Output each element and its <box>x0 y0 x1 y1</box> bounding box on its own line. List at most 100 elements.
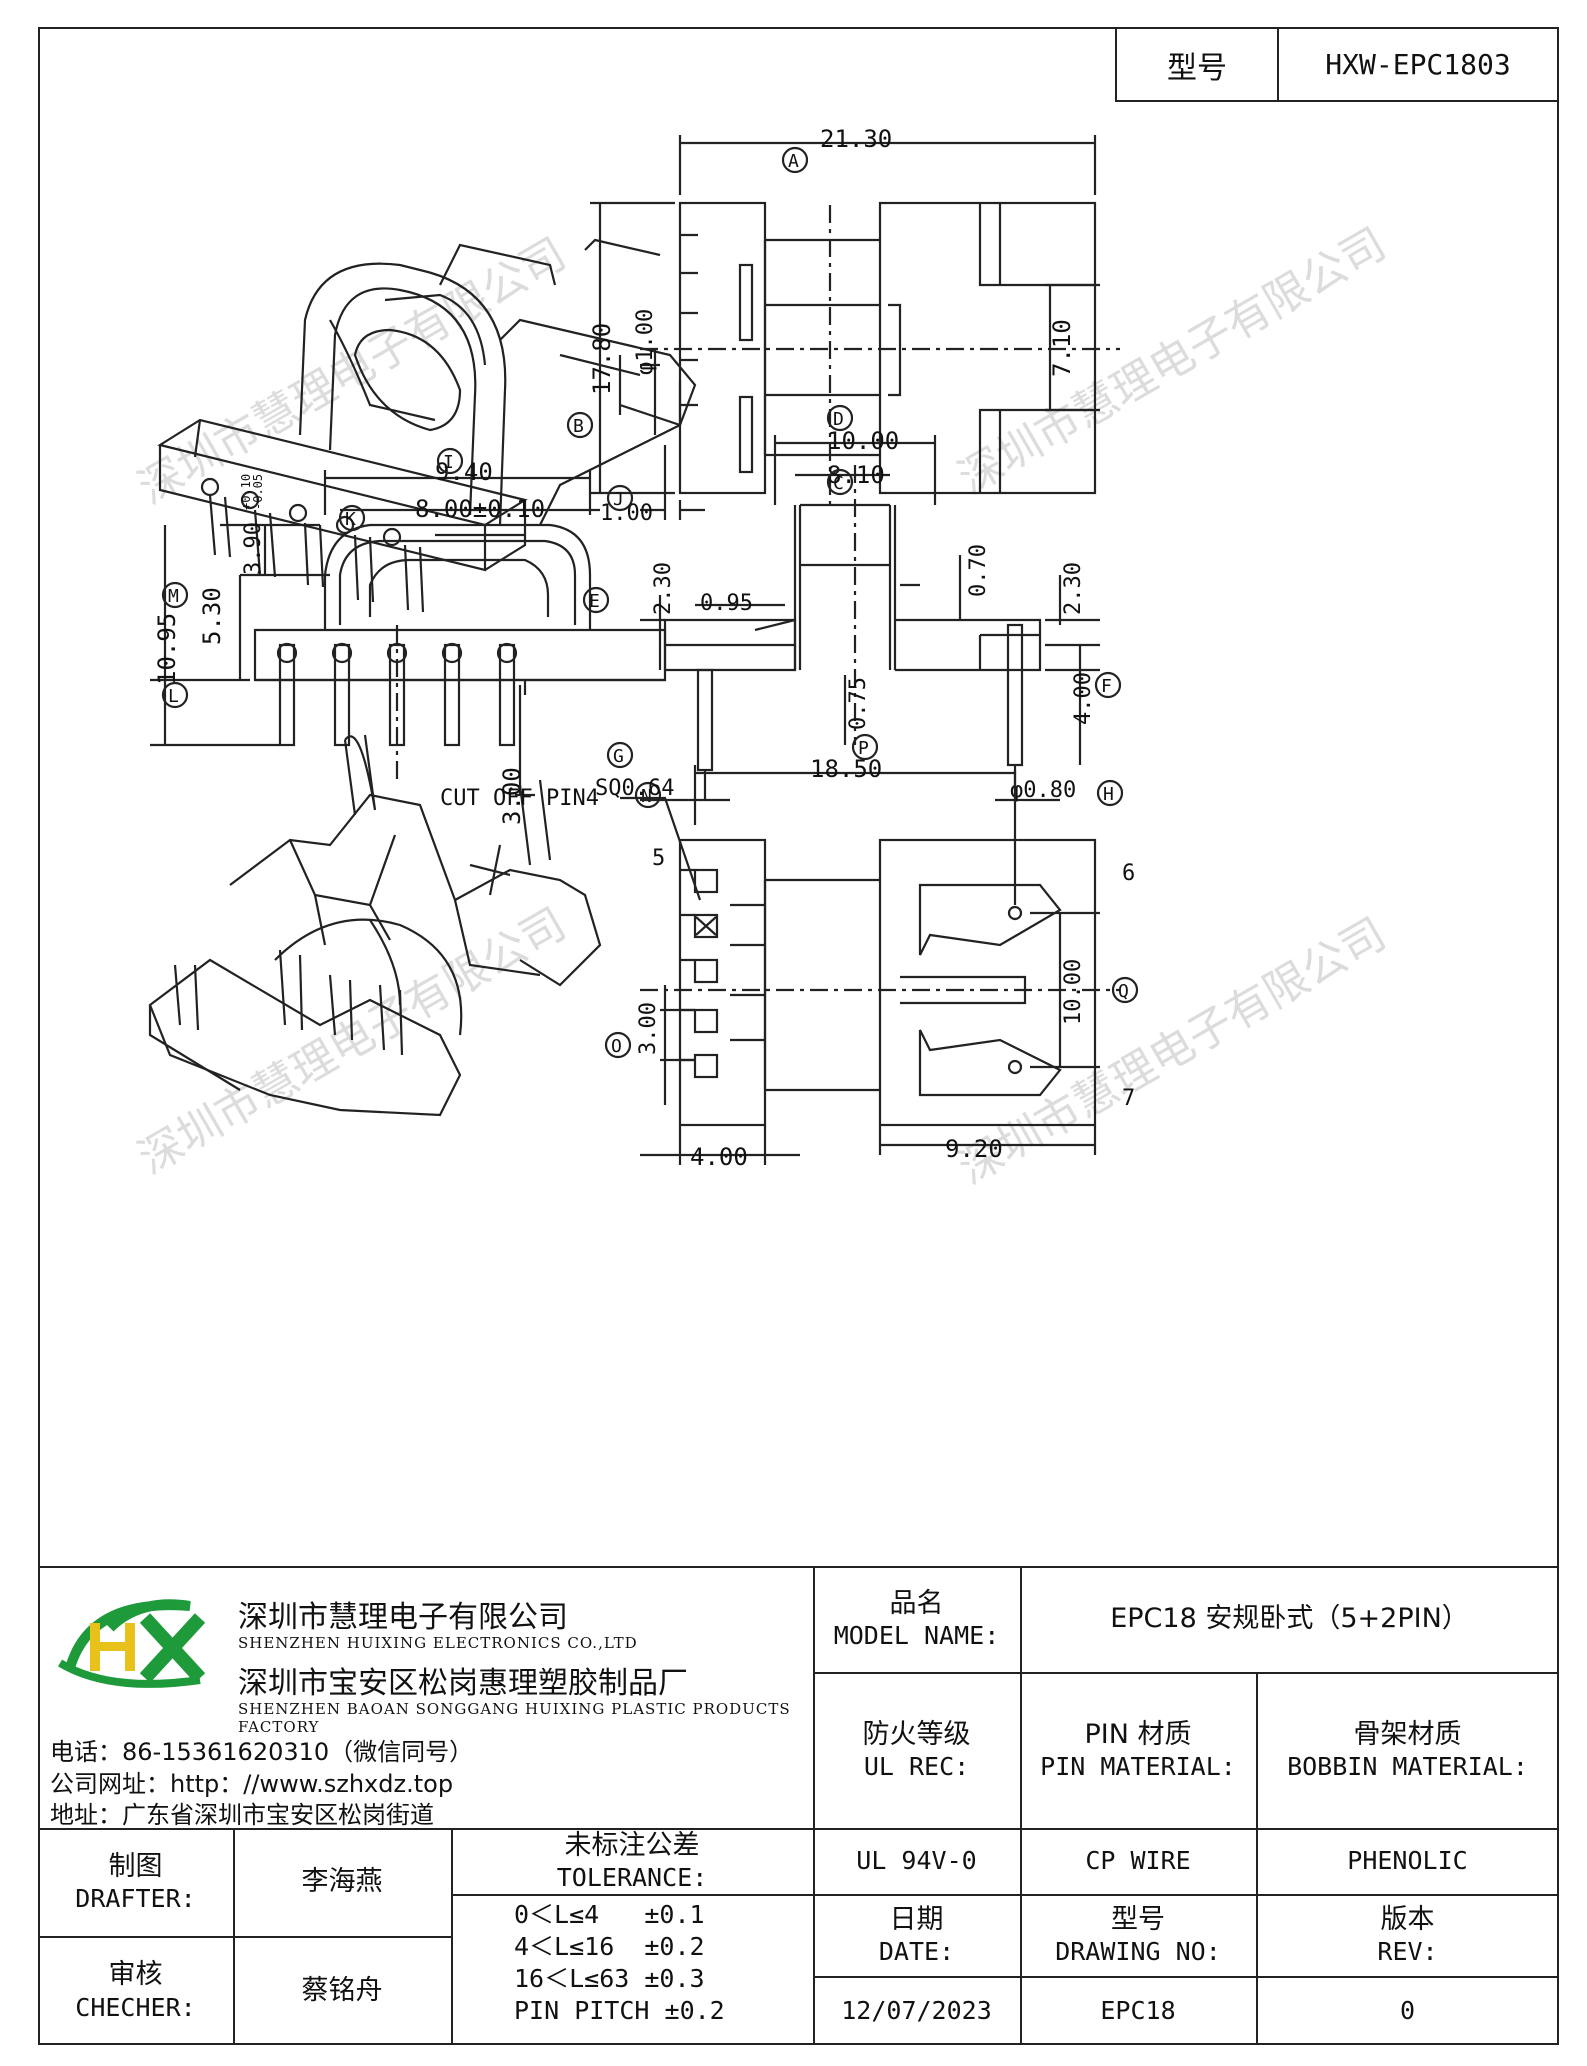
bobbin-material-value: PHENOLIC <box>1347 1846 1468 1876</box>
drafter-value: 李海燕 <box>301 1866 383 1898</box>
dim-10-00-vert: 10.00 <box>1061 959 1086 1025</box>
dim-3-90-tol-down: -0.05 <box>251 474 265 510</box>
callout-k: K <box>345 509 356 530</box>
company-logo <box>57 1599 206 1688</box>
pin-6-label: 6 <box>1122 861 1135 886</box>
type-value: HXW-EPC1803 <box>1325 48 1511 81</box>
callout-a: A <box>788 151 799 172</box>
pin-material-value: CP WIRE <box>1085 1846 1191 1876</box>
dim-7-10: 7.10 <box>1048 319 1076 377</box>
company-block: 深圳市慧理电子有限公司 SHENZHEN HUIXING ELECTRONICS… <box>38 1566 813 1829</box>
dim-5-30: 5.30 <box>198 587 226 645</box>
callout-d: D <box>833 409 844 430</box>
section-view: 10.00 8.10 2.30 0.95 0.70 2.30 4.00 0.75… <box>582 404 1124 807</box>
callout-q: Q <box>1118 981 1129 1002</box>
tolerance-label: 未标注公差 TOLERANCE: <box>556 1829 708 1893</box>
dim-2-30-left: 2.30 <box>651 562 676 615</box>
watermarks: 深圳市慧理电子有限公司 深圳市慧理电子有限公司 深圳市慧理电子有限公司 深圳市慧… <box>130 218 1395 1194</box>
callout-o: O <box>611 1036 622 1057</box>
dim-10-00: 10.00 <box>827 427 899 455</box>
model-name-label: 品名 MODEL NAME: <box>833 1587 1000 1651</box>
company-name-cn: 深圳市慧理电子有限公司 <box>238 1600 568 1635</box>
tb-vline-5 <box>451 1828 453 2045</box>
drawing-frame <box>38 27 1559 2045</box>
callout-n: N <box>641 786 652 807</box>
tolerance-table: 0＜L≤4 ±0.1 4＜L≤16 ±0.2 16＜L≤63 ±0.3 PIN … <box>514 1899 814 2027</box>
drawing-no-value: EPC18 <box>1100 1995 1176 2025</box>
callout-g: G <box>613 746 624 767</box>
dim-17-80: 17.80 <box>588 323 616 395</box>
watermark-4: 深圳市慧理电子有限公司 <box>950 908 1395 1194</box>
dim-9-20: 9.20 <box>945 1135 1003 1163</box>
iso-pins-top <box>200 477 425 613</box>
dim-phi-0-80: φ0.80 <box>1010 778 1076 803</box>
bottom-view: 18.50 10.00 3.00 4.00 9.20 CUT OFF PIN4 … <box>440 733 1139 1171</box>
drawing-svg: 深圳市慧理电子有限公司 深圳市慧理电子有限公司 深圳市慧理电子有限公司 深圳市慧… <box>130 125 1395 1195</box>
callout-i: I <box>443 452 454 473</box>
tb-line-3 <box>813 1894 1559 1896</box>
rev-label: 版本 REV: <box>1377 1903 1438 1967</box>
dim-2-30-right: 2.30 <box>1061 562 1086 615</box>
tolerance-line-2: 4＜L≤16 ±0.2 <box>514 1932 705 1961</box>
dim-8-10: 8.10 <box>827 461 885 489</box>
ul-rec-label: 防火等级 UL REC: <box>862 1718 971 1782</box>
callout-p: P <box>858 738 869 759</box>
rev-value: 0 <box>1399 1995 1416 2025</box>
dim-0-75: 0.75 <box>846 677 871 730</box>
dim-phi-1-00: φ1.00 <box>633 309 658 375</box>
type-box: 型号 HXW-EPC1803 <box>1115 27 1559 102</box>
title-block: 深圳市慧理电子有限公司 SHENZHEN HUIXING ELECTRONICS… <box>38 1566 1559 2045</box>
tb-line-4 <box>38 1936 451 1938</box>
company-address: 地址：广东省深圳市宝安区松岗街道 <box>50 1801 434 1829</box>
dim-4-00-right: 4.00 <box>1071 672 1096 725</box>
callout-j: J <box>613 489 624 510</box>
tolerance-line-3: 16＜L≤63 ±0.3 <box>514 1964 705 1993</box>
dim-0-70: 0.70 <box>966 544 991 597</box>
cut-off-pin4-note: CUT OFF PIN4 <box>440 786 599 811</box>
front-view: 21.30 17.80 7.10 φ1.00 1.00 A B <box>566 125 1120 526</box>
watermark-3: 深圳市慧理电子有限公司 <box>130 898 575 1184</box>
watermark-2: 深圳市慧理电子有限公司 <box>950 218 1395 504</box>
tb-line-1 <box>813 1672 1559 1674</box>
callout-e: E <box>589 591 600 612</box>
model-name-value: EPC18 安规卧式（5+2PIN） <box>1110 1603 1469 1635</box>
tolerance-line-4: PIN PITCH ±0.2 <box>514 1996 725 2025</box>
tb-vline-2 <box>1020 1566 1022 2045</box>
bobbin-material-label: 骨架材质 BOBBIN MATERIAL: <box>1287 1718 1528 1782</box>
drafter-label: 制图 DRAFTER: <box>75 1850 196 1914</box>
technical-drawing: 深圳市慧理电子有限公司 深圳市慧理电子有限公司 深圳市慧理电子有限公司 深圳市慧… <box>40 105 1557 1565</box>
watermark-1: 深圳市慧理电子有限公司 <box>130 228 575 514</box>
dim-21-30: 21.30 <box>820 125 892 153</box>
pin-material-label: PIN 材质 PIN MATERIAL: <box>1040 1718 1236 1782</box>
dim-0-95: 0.95 <box>700 591 753 616</box>
date-value: 12/07/2023 <box>841 1995 992 2025</box>
checker-label: 审核 CHECHER: <box>75 1959 196 2022</box>
pin-7-label: 7 <box>1122 1086 1135 1111</box>
tb-line-tol <box>451 1894 813 1896</box>
ul-rec-value: UL 94V-0 <box>856 1846 977 1876</box>
dim-3-90-tol-up: +0.10 <box>239 474 253 510</box>
dim-4-00-bottom: 4.00 <box>690 1143 748 1171</box>
tb-line-top <box>38 1566 1559 1568</box>
factory-name-en: SHENZHEN BAOAN SONGGANG HUIXING PLASTIC … <box>238 1700 791 1736</box>
callout-c: C <box>833 473 844 494</box>
dim-10-95: 10.95 <box>153 613 181 685</box>
tb-line-2 <box>38 1828 1559 1830</box>
callout-b: B <box>573 416 584 437</box>
tolerance-line-1: 0＜L≤4 ±0.1 <box>514 1900 705 1929</box>
pin-5-label: 5 <box>652 846 665 871</box>
date-label: 日期 DATE: <box>878 1903 955 1967</box>
callout-h: H <box>1103 784 1114 805</box>
tb-vline-3 <box>1256 1672 1258 2045</box>
tb-line-5 <box>813 1976 1559 1978</box>
company-name-en: SHENZHEN HUIXING ELECTRONICS CO.,LTD <box>238 1634 638 1652</box>
drawing-no-label: 型号 DRAWING NO: <box>1055 1903 1221 1967</box>
dim-8-00: 8.00±0.10 <box>415 495 545 523</box>
dim-sq-0-64: SQ0.64 <box>595 776 674 801</box>
callout-l: L <box>168 686 179 707</box>
tb-vline-1 <box>813 1566 815 2045</box>
company-website[interactable]: 公司网址：http：//www.szhxdz.top <box>50 1770 454 1798</box>
type-label: 型号 <box>1117 29 1279 100</box>
company-phone: 电话：86-15361620310（微信同号） <box>50 1738 474 1766</box>
dim-3-90: 3.90 <box>241 522 266 575</box>
